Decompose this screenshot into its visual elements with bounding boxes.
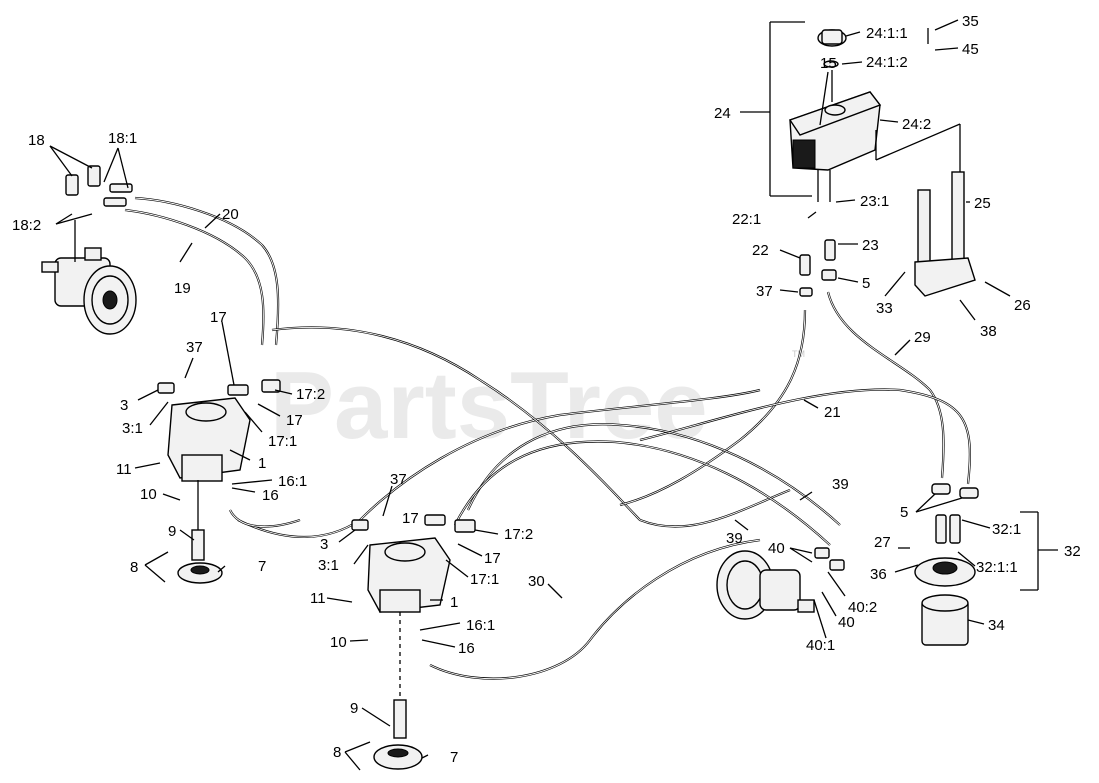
callout-10-b: 10	[330, 634, 347, 651]
callout-37-a: 37	[186, 339, 203, 356]
callout-39-a: 39	[832, 476, 849, 493]
callout-9-a: 9	[168, 523, 176, 540]
callout-15: 15	[820, 55, 837, 72]
callout-27: 27	[874, 534, 891, 551]
watermark-text: PartsTree	[270, 352, 708, 459]
pump-b	[351, 514, 476, 770]
callout-11-b: 11	[310, 590, 326, 607]
callout-24: 24	[714, 105, 731, 122]
callout-35: 35	[962, 13, 979, 30]
callout-21: 21	[824, 404, 841, 421]
wheel-motor-right	[716, 547, 845, 620]
watermark-trademark: TM	[792, 349, 805, 359]
callout-25: 25	[974, 195, 991, 212]
callout-39-b: 39	[726, 530, 743, 547]
callout-16-1-a: 16:1	[278, 473, 307, 490]
callout-36: 36	[870, 566, 887, 583]
callout-32-1: 32:1	[992, 521, 1021, 538]
callout-1-a: 1	[258, 455, 266, 472]
wheel-motor-left	[41, 247, 137, 335]
hose-29	[826, 291, 945, 479]
callout-18-2: 18:2	[12, 217, 41, 234]
callout-8-a: 8	[130, 559, 138, 576]
callout-17-1-b: 17:1	[470, 571, 499, 588]
callout-37-c: 37	[756, 283, 773, 300]
callout-11-a: 11	[116, 461, 132, 478]
hose-20	[134, 196, 280, 346]
callout-1-b: 1	[450, 594, 458, 611]
callout-23-1: 23:1	[860, 193, 889, 210]
callout-40-1: 40:1	[806, 637, 835, 654]
hose-group	[124, 196, 971, 680]
callout-19: 19	[174, 280, 191, 297]
callout-37-b: 37	[390, 471, 407, 488]
callout-22-1: 22:1	[732, 211, 761, 228]
callout-26: 26	[1014, 297, 1031, 314]
callout-18-1: 18:1	[108, 130, 137, 147]
callout-10-a: 10	[140, 486, 157, 503]
callout-17-top-a: 17	[210, 309, 227, 326]
callout-32: 32	[1064, 543, 1081, 560]
callout-17-1-a: 17:1	[268, 433, 297, 450]
callout-3-1-a: 3:1	[122, 420, 143, 437]
callout-34: 34	[988, 617, 1005, 634]
callout-9-b: 9	[350, 700, 358, 717]
bracket-25	[914, 171, 976, 297]
callout-8-b: 8	[333, 744, 341, 761]
callout-40-a: 40	[768, 540, 785, 557]
callout-29: 29	[914, 329, 931, 346]
hose-30	[429, 538, 761, 680]
callout-5-b: 5	[900, 504, 908, 521]
callout-17-2-b: 17:2	[504, 526, 533, 543]
callout-24-1-2: 24:1:2	[866, 54, 908, 71]
callout-33: 33	[876, 300, 893, 317]
callout-24-1-1: 24:1:1	[866, 25, 908, 42]
callout-3-b: 3	[320, 536, 328, 553]
filter-assembly	[914, 483, 979, 646]
leader-lines	[49, 19, 1058, 771]
hose-pump-a-out	[229, 509, 301, 528]
callout-40-b: 40	[838, 614, 855, 631]
callout-7-a: 7	[258, 558, 266, 575]
callout-17-top-b: 17	[402, 510, 419, 527]
callout-18: 18	[28, 132, 45, 149]
callout-16-a: 16	[262, 487, 279, 504]
callout-17-2-a: 17:2	[296, 386, 325, 403]
callout-23: 23	[862, 237, 879, 254]
callout-32-1-1: 32:1:1	[976, 559, 1018, 576]
callout-labels: 18 18:1 18:2 20 19 17 37 3 3:1 17:2 17 1…	[12, 13, 1081, 766]
callout-24-2: 24:2	[902, 116, 931, 133]
callout-17-a: 17	[286, 412, 303, 429]
callout-38: 38	[980, 323, 997, 340]
tank	[788, 28, 929, 297]
callout-16-1-b: 16:1	[466, 617, 495, 634]
callout-30: 30	[528, 573, 545, 590]
callout-45: 45	[962, 41, 979, 58]
callout-20: 20	[222, 206, 239, 223]
callout-16-b: 16	[458, 640, 475, 657]
callout-3-a: 3	[120, 397, 128, 414]
fitting-18	[65, 165, 133, 207]
callout-5-a: 5	[862, 275, 870, 292]
callout-3-1-b: 3:1	[318, 557, 339, 574]
pump-a	[157, 379, 281, 584]
callout-22: 22	[752, 242, 769, 259]
callout-40-2: 40:2	[848, 599, 877, 616]
callout-7-b: 7	[450, 749, 458, 766]
callout-17-b: 17	[484, 550, 501, 567]
